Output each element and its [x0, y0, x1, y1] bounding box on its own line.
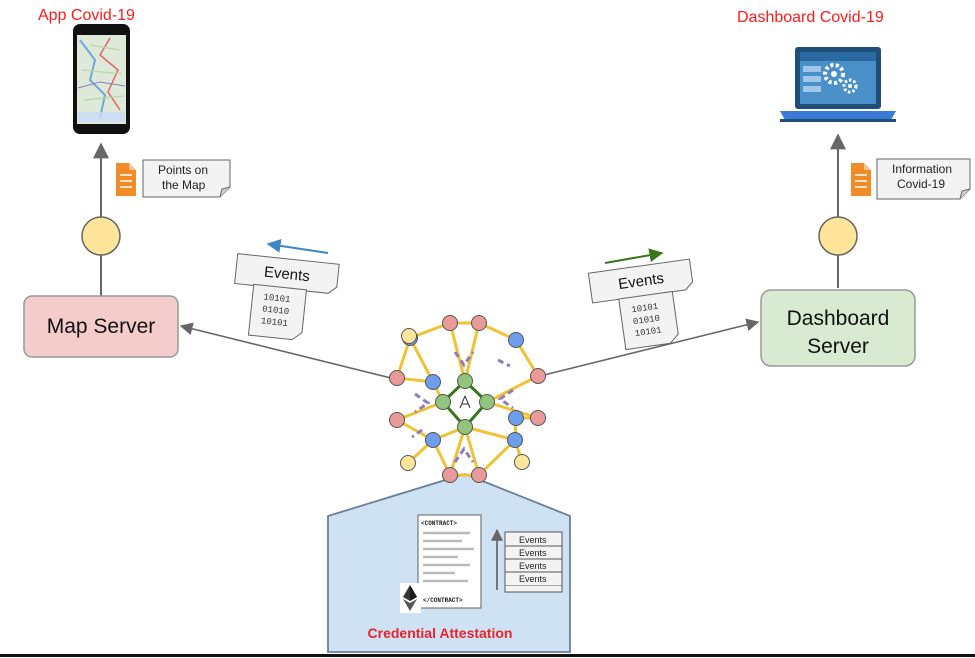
- network-edge: [486, 374, 539, 404]
- network-node: [457, 373, 473, 389]
- credential-attestation-ledger: <CONTRACT> </CONTRACT> Events Events: [327, 473, 571, 653]
- document-icon: [851, 163, 871, 196]
- ethereum-icon: [400, 583, 421, 613]
- info-note-line2: Covid-19: [897, 177, 945, 191]
- network-edge: [497, 388, 514, 410]
- network-node: [514, 454, 530, 470]
- network-node: [508, 332, 524, 348]
- blockchain-network: [389, 315, 546, 483]
- dashboard-server-label-line1: Dashboard: [787, 307, 890, 330]
- credential-attestation-label: Credential Attestation: [368, 625, 513, 641]
- contract-close-tag: </CONTRACT>: [423, 597, 463, 604]
- network-node: [479, 394, 495, 410]
- events-left-label: Events: [263, 264, 310, 286]
- network-node: [401, 328, 417, 344]
- network-logo-icon: [459, 395, 471, 409]
- network-node: [457, 419, 473, 435]
- event-log-entry: Events: [519, 535, 547, 545]
- dashboard-server-output-port: [818, 216, 858, 256]
- network-node: [507, 432, 523, 448]
- points-on-map-note: Points on the Map: [116, 159, 231, 198]
- map-server-label: Map Server: [47, 315, 156, 338]
- network-node: [508, 410, 524, 426]
- events-left-bits-1: 10101: [263, 292, 291, 305]
- network-edge: [486, 400, 539, 420]
- network-edge: [497, 358, 511, 368]
- events-left-card: Events: [234, 253, 340, 294]
- network-node: [435, 394, 451, 410]
- network-edge: [464, 425, 516, 442]
- network-node: [530, 410, 546, 426]
- network-node: [471, 315, 487, 331]
- event-log-stack: Events Events Events Events: [504, 531, 563, 593]
- points-note-line2: the Map: [162, 178, 206, 192]
- network-edge: [453, 351, 475, 368]
- laptop-gear-icon: [780, 47, 896, 122]
- network-edge: [448, 426, 467, 476]
- map-server-box: Map Server: [23, 295, 179, 358]
- map-server-output-port: [81, 216, 121, 256]
- info-note-line1: Information: [892, 162, 952, 176]
- events-left-bits-3: 10101: [260, 316, 288, 329]
- events-right-bits-1: 10101: [631, 302, 659, 316]
- events-right-label: Events: [617, 270, 665, 293]
- document-icon: [116, 163, 136, 196]
- dashboard-server-label-line2: Server: [807, 335, 869, 358]
- points-note-line1: Points on: [158, 163, 208, 177]
- events-right-direction-arrow: [604, 248, 664, 264]
- smart-contract-document: <CONTRACT> </CONTRACT>: [417, 514, 482, 609]
- network-node: [442, 467, 458, 483]
- events-right-bits-3: 10101: [634, 325, 662, 339]
- network-to-map-server-arrow: [179, 322, 396, 380]
- network-edge: [408, 337, 435, 383]
- event-log-entry: Events: [519, 574, 547, 584]
- network-node: [389, 412, 405, 428]
- events-right-bits-2: 01010: [632, 314, 660, 328]
- smartphone-map-icon: [73, 24, 130, 134]
- dashboard-server-box: Dashboard Server: [760, 289, 916, 367]
- network-edge: [463, 426, 481, 476]
- events-left-bits-card: 10101 01010 10101: [247, 283, 308, 341]
- network-edge: [414, 392, 431, 414]
- event-log-entry: Events: [519, 561, 547, 571]
- network-node: [471, 467, 487, 483]
- network-to-dashboard-server-arrow: [539, 318, 760, 377]
- network-edge: [411, 428, 423, 439]
- event-log-entry: Events: [519, 548, 547, 558]
- app-title: App Covid-19: [38, 7, 135, 24]
- network-edge: [396, 400, 444, 422]
- events-left-direction-arrow: [266, 238, 329, 254]
- events-right-bits-card: 10101 01010 10101: [618, 290, 679, 351]
- events-left-bits-2: 01010: [262, 304, 290, 317]
- network-edge: [453, 446, 475, 463]
- network-edge: [477, 438, 517, 477]
- contract-open-tag: <CONTRACT>: [421, 520, 457, 527]
- network-node: [530, 368, 546, 384]
- dashboard-title: Dashboard Covid-19: [737, 9, 884, 26]
- network-node: [425, 374, 441, 390]
- network-node: [400, 455, 416, 471]
- network-edge: [448, 322, 467, 382]
- network-node: [442, 315, 458, 331]
- network-node: [389, 370, 405, 386]
- bottom-border: [0, 654, 975, 657]
- information-covid-note: Information Covid-19: [851, 158, 971, 200]
- network-node: [425, 432, 441, 448]
